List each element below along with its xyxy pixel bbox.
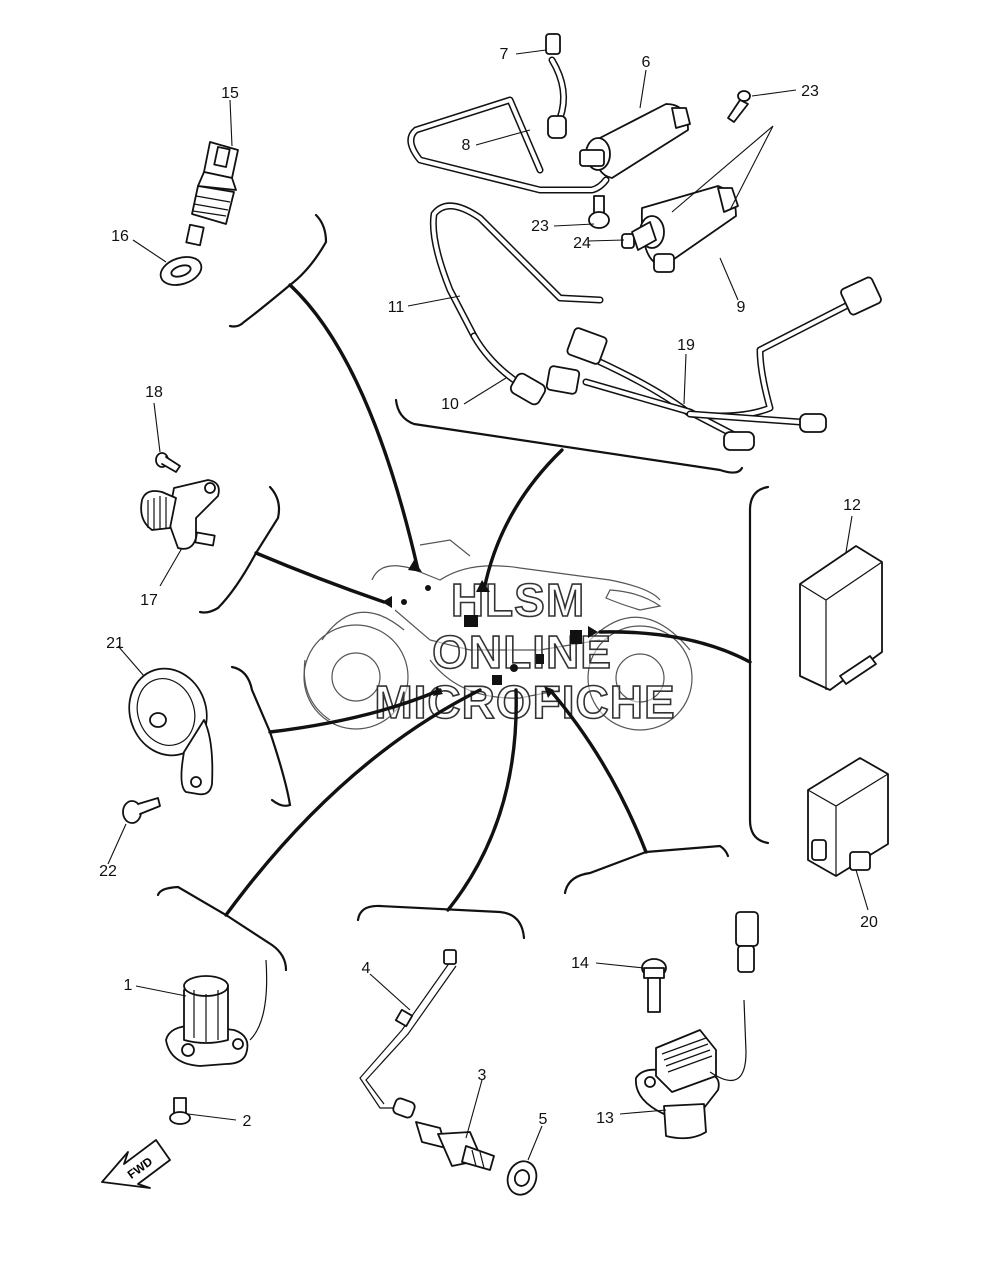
motorcycle-outline	[303, 539, 693, 731]
watermark-line-2: ONLINE	[432, 626, 612, 678]
lead-wire-part-4[interactable]	[359, 949, 457, 1119]
plug-cord-part-8[interactable]	[407, 96, 610, 194]
plug-cord-part-11[interactable]	[429, 202, 604, 340]
bracket-21-22	[230, 665, 292, 807]
callout-14: 14	[571, 955, 589, 972]
plug-cap-part-10[interactable]	[470, 332, 547, 407]
callout-18: 18	[145, 384, 163, 401]
bolt-part-2[interactable]	[169, 1097, 191, 1125]
callout-23-top: 23	[801, 83, 819, 100]
callout-23-mid: 23	[531, 218, 549, 235]
bolt-part-23-mid[interactable]	[588, 195, 610, 229]
callout-1: 1	[124, 977, 133, 994]
thermo-sensor-part-15[interactable]	[185, 141, 239, 247]
callout-22: 22	[99, 863, 117, 880]
callout-12: 12	[843, 497, 861, 514]
plug-cap-part-7[interactable]	[545, 33, 568, 139]
bracket-17-18	[198, 485, 281, 614]
bolt-part-14[interactable]	[641, 958, 667, 1013]
callout-9: 9	[737, 299, 746, 316]
bolt-part-23-top[interactable]	[727, 90, 751, 123]
ecu-part-12[interactable]	[799, 545, 883, 691]
callout-6: 6	[642, 54, 651, 71]
callout-3: 3	[478, 1067, 487, 1084]
sensor-part-17[interactable]	[140, 479, 220, 550]
callout-7: 7	[500, 46, 509, 63]
bracket-12-20	[748, 485, 770, 845]
bolt-part-22[interactable]	[122, 797, 161, 824]
watermark: HLSM ONLINE MICROFICHE	[374, 573, 676, 729]
bracket-1-2	[156, 885, 288, 972]
relay-part-20[interactable]	[807, 757, 889, 877]
sensor-part-1[interactable]	[165, 959, 268, 1067]
washer-part-16[interactable]	[157, 252, 205, 290]
bracket-3-4	[356, 904, 526, 940]
callout-4: 4	[362, 960, 371, 977]
callout-20: 20	[860, 914, 878, 931]
harness-runs	[224, 283, 752, 917]
ignition-coil-part-6[interactable]	[579, 103, 691, 179]
callout-2: 2	[243, 1113, 252, 1130]
bracket-top-center	[394, 398, 744, 474]
watermark-line-1: HLSM	[451, 574, 585, 626]
fwd-arrow-icon: FWD	[101, 1139, 171, 1189]
wire-harness-part-19[interactable]	[545, 276, 882, 451]
sensor-part-3[interactable]	[415, 1121, 495, 1171]
callout-21: 21	[106, 635, 124, 652]
group-brackets	[156, 213, 770, 972]
sensor-part-13[interactable]	[635, 911, 759, 1140]
collar-part-24[interactable]	[621, 233, 635, 249]
callout-5: 5	[539, 1111, 548, 1128]
callout-16: 16	[111, 228, 129, 245]
ignition-coil-part-9[interactable]	[631, 185, 739, 273]
bolt-part-18[interactable]	[155, 452, 181, 473]
callout-10: 10	[441, 396, 459, 413]
callout-15: 15	[221, 85, 239, 102]
watermark-line-3: MICROFICHE	[374, 676, 675, 728]
callout-8: 8	[462, 137, 471, 154]
washer-part-5[interactable]	[503, 1157, 541, 1199]
callout-labels: 1 2 3 4 5 6 7 8 9 10 11 12 13 14 15 16 1…	[99, 46, 878, 1130]
callout-13: 13	[596, 1110, 614, 1127]
callout-19: 19	[677, 337, 695, 354]
callout-24: 24	[573, 235, 591, 252]
callout-11: 11	[388, 299, 405, 316]
leader-lines	[107, 49, 869, 1161]
callout-17: 17	[140, 592, 158, 609]
horn-part-21[interactable]	[117, 658, 219, 796]
